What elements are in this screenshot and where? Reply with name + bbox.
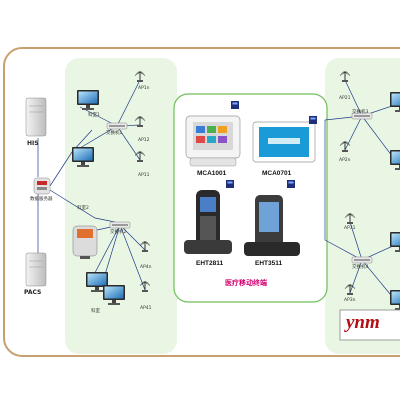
dept-label-bottom: 科室 [91,309,100,314]
ap-label: AP1n [138,86,150,91]
pacs-server-icon [25,252,47,287]
pacs-label: PACS [24,289,42,296]
device-label-eht2811: EHT2811 [196,260,224,267]
medical-cart-icon [72,225,98,259]
ap-label: AP21 [339,96,351,101]
dept-label-1: 科室1 [88,113,100,118]
switch-icon [106,122,128,130]
data-server-icon [33,177,51,195]
switch-label: 交换机1 [106,131,123,136]
ap-label: AP12 [138,138,150,143]
tablet-mca1001-icon [185,115,241,167]
ap-label: AP3n [344,298,356,303]
device-label-mca1001: MCA1001 [197,170,227,177]
ap-label: AP41 [140,306,152,311]
switch-label: 交换机4 [352,265,369,270]
his-label: HIS [27,140,39,147]
brand-logo [231,101,239,109]
switch-icon [351,256,373,264]
ap-label: AP4n [140,265,152,270]
ap-label: AP31 [344,226,356,231]
switch-label: 交换机3 [352,110,369,115]
handheld-eht3511-icon [244,195,300,256]
data-server-label: 数据服务器 [30,197,53,202]
brand-logo [309,116,317,124]
ap-label: AP11 [138,173,150,178]
watermark-box [339,309,400,341]
device-label-eht3511: EHT3511 [255,260,283,267]
right-links [324,79,396,301]
handheld-eht2811-icon [184,190,232,254]
switch-label: 交换机2 [110,230,127,235]
dept-label-2: 科室2 [77,206,89,211]
panel-caption: 医疗移动终端 [225,279,267,287]
brand-logo [287,180,295,188]
device-label-mca0701: MCA0701 [262,170,292,177]
ap-label: AP2n [339,158,351,163]
switch-icon [109,221,131,229]
right-zone [325,58,400,354]
brand-logo [226,180,234,188]
watermark-text: ynm [346,312,380,333]
tablet-mca0701-icon [252,121,316,163]
his-server-icon [25,97,47,137]
